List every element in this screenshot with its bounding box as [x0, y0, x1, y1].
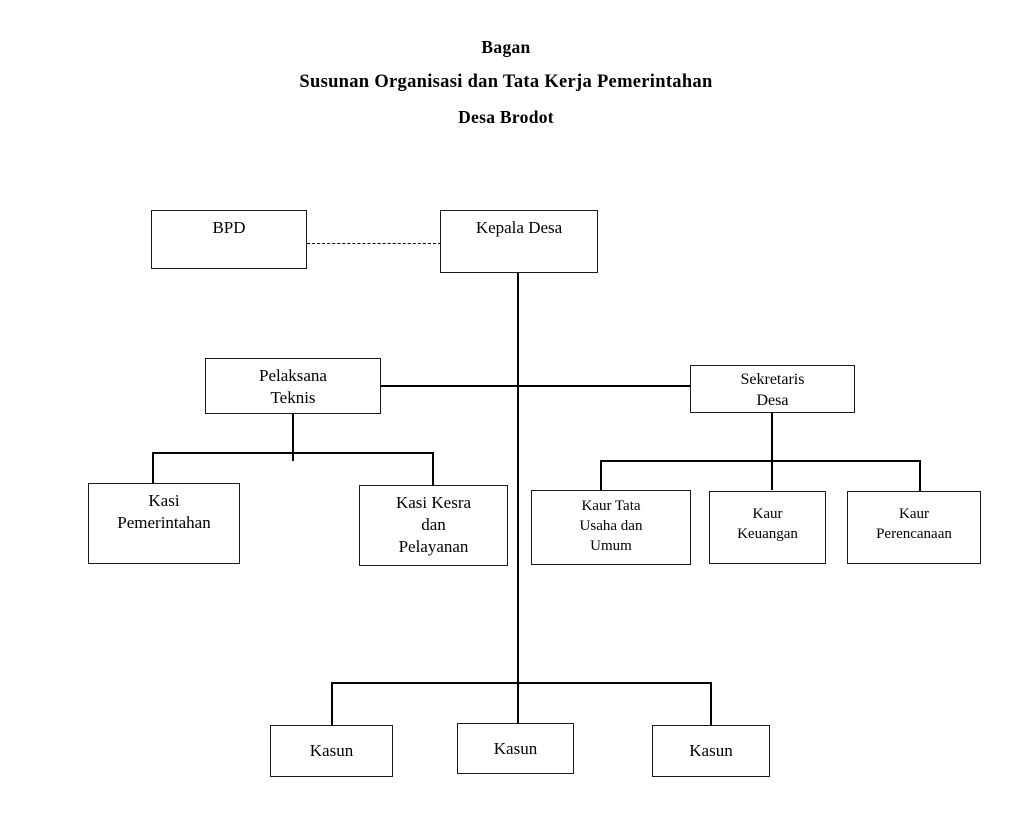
connector-sekretaris-desa-bus: [600, 460, 921, 462]
connector-level1-horizontal: [380, 385, 691, 387]
node-bpd-label: BPD: [212, 218, 246, 237]
node-kepala-desa-label: Kepala Desa: [475, 218, 563, 237]
connector-drop-kasun-1: [331, 682, 333, 726]
node-kasun-2[interactable]: Kasun: [457, 723, 574, 774]
connector-sekretaris-desa-stub: [771, 412, 773, 490]
node-kaur-keuangan-label: Kaur Keuangan: [737, 506, 798, 542]
title-line-1: Bagan: [481, 37, 531, 57]
connector-drop-kasi-kesra: [432, 452, 434, 486]
node-kasun-2-label: Kasun: [493, 738, 538, 758]
node-sekretaris-desa[interactable]: Sekretaris Desa: [690, 365, 855, 413]
node-kaur-tata-usaha[interactable]: Kaur Tata Usaha dan Umum: [531, 490, 691, 565]
node-kasi-pemerintahan-label: Kasi Pemerintahan: [117, 491, 211, 532]
node-kasi-kesra[interactable]: Kasi Kesra dan Pelayanan: [359, 485, 508, 566]
connector-drop-kaur-perencanaan: [919, 460, 921, 491]
connector-kasun-bus: [331, 682, 712, 684]
node-pelaksana-teknis-label: Pelaksana Teknis: [259, 366, 327, 407]
chart-title: Bagan Susunan Organisasi dan Tata Kerja …: [0, 30, 1012, 135]
node-kasun-3-label: Kasun: [689, 741, 733, 760]
connector-drop-kasi-pemerintahan: [152, 452, 154, 484]
connector-bpd-to-kepala-desa: [307, 243, 441, 244]
connector-pelaksana-teknis-bus: [152, 452, 434, 454]
node-kasun-1[interactable]: Kasun: [270, 725, 393, 777]
title-line-3: Desa Brodot: [458, 107, 554, 127]
connector-drop-kasun-3: [710, 682, 712, 726]
node-sekretaris-desa-label: Sekretaris Desa: [740, 371, 805, 409]
node-kasun-1-label: Kasun: [309, 741, 354, 760]
node-kaur-keuangan[interactable]: Kaur Keuangan: [709, 491, 826, 564]
node-kasun-3[interactable]: Kasun: [652, 725, 770, 777]
node-pelaksana-teknis[interactable]: Pelaksana Teknis: [205, 358, 381, 414]
node-kasi-kesra-label: Kasi Kesra dan Pelayanan: [395, 493, 472, 556]
node-kaur-tata-usaha-label: Kaur Tata Usaha dan Umum: [579, 498, 643, 554]
node-kasi-pemerintahan[interactable]: Kasi Pemerintahan: [88, 483, 240, 564]
node-kaur-perencanaan[interactable]: Kaur Perencanaan: [847, 491, 981, 564]
connector-trunk-kepala-desa: [517, 272, 519, 725]
node-bpd[interactable]: BPD: [151, 210, 307, 269]
connector-drop-kaur-tata-usaha: [600, 460, 602, 491]
title-line-2: Susunan Organisasi dan Tata Kerja Pemeri…: [299, 72, 713, 92]
connector-pelaksana-teknis-stub: [292, 413, 294, 461]
node-kepala-desa[interactable]: Kepala Desa: [440, 210, 598, 273]
node-kaur-perencanaan-label: Kaur Perencanaan: [876, 506, 952, 542]
